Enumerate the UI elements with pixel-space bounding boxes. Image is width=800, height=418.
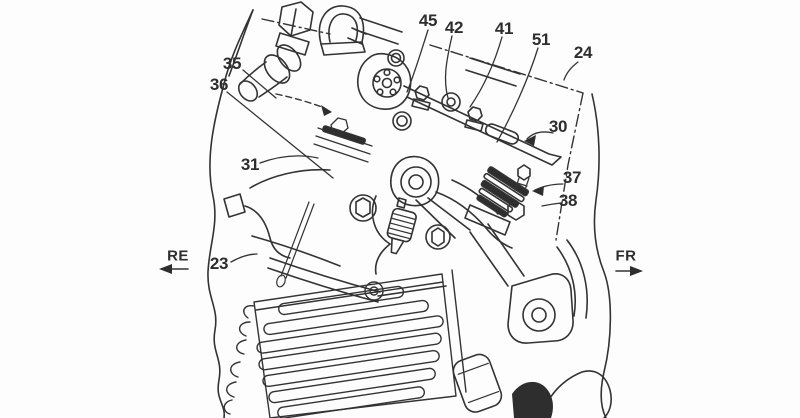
clamp-bracket bbox=[318, 5, 403, 56]
ref-label-37: 37 bbox=[562, 168, 582, 187]
ref-label-30: 30 bbox=[548, 117, 568, 136]
fr-arrow-icon bbox=[615, 266, 643, 276]
ref-label-35: 35 bbox=[222, 54, 242, 73]
motion-arrow bbox=[275, 93, 332, 116]
clamp-seat-plates bbox=[313, 117, 373, 163]
rocker-rail bbox=[403, 57, 562, 166]
spark-plug bbox=[371, 195, 417, 275]
ref-label-41: 41 bbox=[494, 19, 514, 38]
engine-mount-bracket bbox=[469, 223, 588, 344]
frame-outline bbox=[452, 93, 612, 418]
ref-label-24: 24 bbox=[573, 43, 593, 62]
direction-label-front: FR bbox=[615, 247, 637, 265]
ref-label-45: 45 bbox=[418, 11, 438, 30]
ref-label-23: 23 bbox=[209, 254, 229, 273]
re-arrow-icon bbox=[159, 264, 189, 274]
ref-label-42: 42 bbox=[444, 18, 464, 37]
crankcase-ribs bbox=[223, 269, 467, 418]
ref-label-36: 36 bbox=[209, 75, 229, 94]
cylinder-head bbox=[223, 168, 447, 303]
ref-label-31: 31 bbox=[240, 155, 260, 174]
direction-label-rear: RE bbox=[167, 247, 189, 265]
valve-adjuster-stack bbox=[464, 164, 531, 236]
ref-label-38: 38 bbox=[558, 191, 578, 210]
cam-sprocket bbox=[357, 49, 461, 131]
engine-silhouette bbox=[207, 9, 254, 418]
ref-label-51: 51 bbox=[531, 30, 551, 49]
oil-line-rod bbox=[276, 201, 315, 288]
leader-lines bbox=[226, 29, 579, 263]
socket-bolts bbox=[349, 194, 451, 250]
injector-assembly bbox=[237, 1, 314, 102]
phantom-boundary-line bbox=[261, 18, 584, 241]
